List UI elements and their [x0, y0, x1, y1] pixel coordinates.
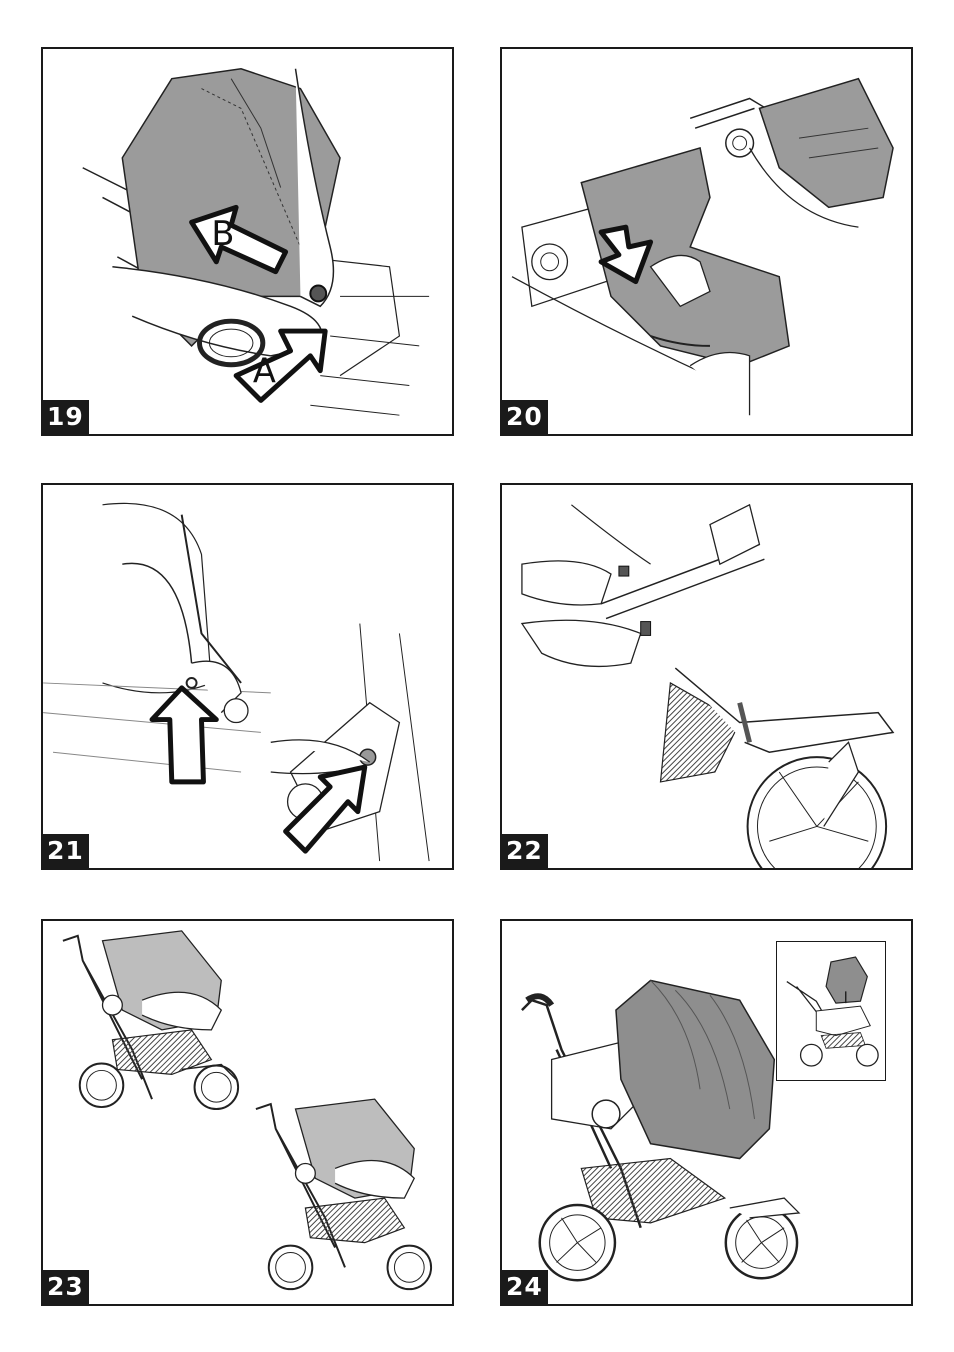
- illustration-20: [502, 49, 911, 434]
- step-number: 20: [502, 400, 548, 434]
- panel-19: B A 19: [41, 47, 454, 436]
- illustration-19: B A: [43, 49, 452, 434]
- label-a: A: [253, 352, 276, 391]
- panel-24: 24: [500, 919, 913, 1306]
- panel-23: 23: [41, 919, 454, 1306]
- illustration-21: [43, 485, 452, 868]
- panel-21: 21: [41, 483, 454, 870]
- illustration-22: [502, 485, 911, 868]
- inset-illustration: [776, 941, 886, 1081]
- step-number: 21: [43, 834, 89, 868]
- step-number: 24: [502, 1270, 548, 1304]
- step-number: 23: [43, 1270, 89, 1304]
- panel-20: 20: [500, 47, 913, 436]
- panel-22: 22: [500, 483, 913, 870]
- step-number: 22: [502, 834, 548, 868]
- label-b: B: [211, 214, 234, 253]
- step-number: 19: [43, 400, 89, 434]
- illustration-23: [43, 921, 452, 1304]
